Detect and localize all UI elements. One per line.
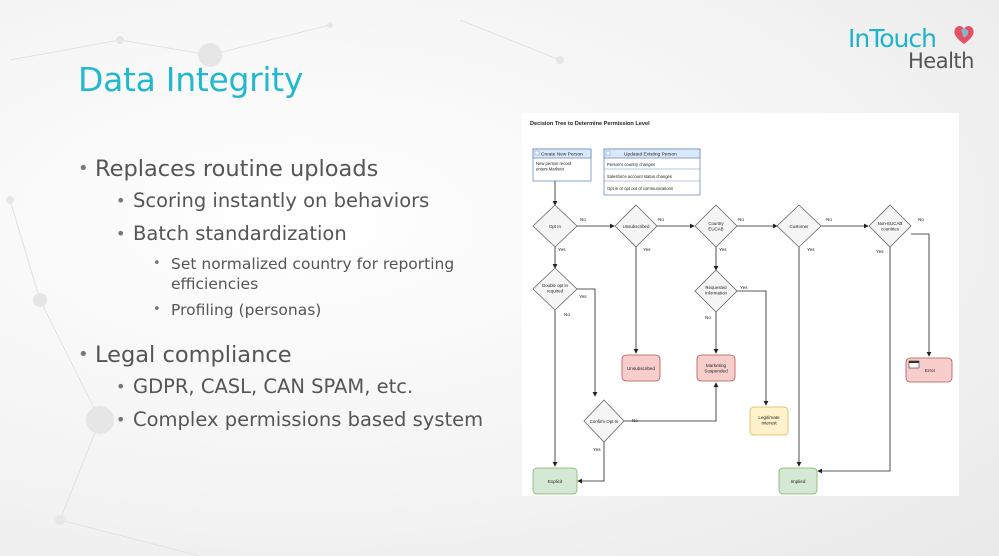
create-box-header: Create New Person (541, 152, 583, 158)
edge-label-no: No (738, 217, 744, 222)
edge-label-no: No (632, 418, 638, 423)
edge-label-yes: Yes (558, 247, 566, 252)
outcome-label: Legitimate (758, 415, 780, 420)
decision-requested-info (694, 269, 738, 313)
outcome-label: Error (925, 368, 936, 373)
decision-label: Double opt in (542, 283, 568, 288)
connector (817, 246, 891, 474)
edge-label-no: No (705, 315, 711, 320)
decision-label: required (547, 289, 564, 294)
outcome-label: Implied (791, 479, 806, 484)
decision-non-eucab (868, 204, 912, 248)
edge-label-no: No (826, 217, 832, 222)
diagram-title: Decision Tree to Determine Permission Le… (530, 121, 650, 127)
edge-label-yes: Yes (876, 249, 884, 254)
create-box-row: enters Marketo (536, 167, 565, 172)
connector (572, 288, 598, 397)
outcome-unsubscribed (621, 354, 661, 382)
edge-label-yes: Yes (643, 247, 651, 252)
decision-country-eucab (694, 204, 738, 248)
bullet-subitem: GDPR, CASL, CAN SPAM, etc. (78, 370, 508, 403)
bullet-subitem: Scoring instantly on behaviors (78, 184, 508, 217)
bullet-subsubitem: Profiling (personas) (78, 300, 508, 320)
edge-label-no: No (564, 312, 570, 317)
create-new-person-box: Create New Person New person record ente… (532, 148, 592, 182)
decision-unsubscribed (614, 204, 658, 248)
decision-label: EUCAB (708, 227, 723, 232)
outcome-label: Unsubscribed (627, 366, 656, 371)
decision-label: countries (881, 227, 900, 232)
connector (911, 233, 932, 357)
error-window-icon (908, 360, 920, 369)
decision-label: Customer (789, 224, 809, 229)
outcome-label: Explicit (548, 479, 563, 484)
edge-label-no: No (580, 217, 586, 222)
decision-label: Country (708, 221, 724, 226)
heart-icon (954, 26, 974, 44)
decision-label: Opt In (549, 224, 562, 229)
edge-label-yes: Yes (719, 247, 727, 252)
outcome-label: Suspended (704, 369, 728, 374)
decision-label: Requested (705, 285, 727, 290)
edge-label-no: No (658, 217, 664, 222)
decision-opt-in (532, 204, 578, 248)
decision-double-opt-in (532, 267, 578, 311)
edge-label-yes: Yes (807, 247, 815, 252)
decision-tree-diagram: Decision Tree to Determine Permission Le… (522, 113, 959, 496)
connector (577, 441, 605, 484)
outcome-explicit (532, 467, 578, 495)
decision-label: Non-EUCAB (878, 221, 903, 226)
updated-existing-person-box: Updated Existing Person Person's country… (603, 148, 701, 196)
outcome-marketing-suspended (696, 354, 736, 382)
update-box-header: Updated Existing Person (624, 152, 677, 158)
edge-label-yes: Yes (740, 285, 748, 290)
edge-label-yes: Yes (579, 294, 587, 299)
logo-line2: Health (908, 49, 974, 73)
create-box-row: New person record (536, 161, 572, 166)
decision-customer (776, 204, 822, 248)
bullet-item: Replaces routine uploads (78, 154, 508, 184)
edge-label-no: No (918, 217, 924, 222)
bullet-list: Replaces routine uploads Scoring instant… (78, 154, 508, 436)
bullet-subitem: Batch standardization (78, 217, 508, 250)
outcome-label: Marketing (706, 363, 727, 368)
update-box-row: Opt in or opt out of communications (607, 186, 673, 191)
bullet-subitem: Complex permissions based system (78, 403, 508, 436)
intouch-health-logo: InTouch Health (848, 24, 978, 74)
outcome-label: Interest (761, 421, 777, 426)
edge-label-yes: Yes (593, 447, 601, 452)
update-box-row: Salesforce account status changes (607, 174, 672, 179)
decision-label: Unsubscribed (623, 224, 650, 229)
decision-confirm-opt-in (583, 399, 625, 443)
decision-label: Confirm Opt In (590, 419, 619, 424)
outcome-legitimate-interest (749, 406, 789, 436)
slide-title: Data Integrity (78, 60, 304, 99)
update-box-row: Person's country changes (607, 162, 655, 167)
logo-line1: InTouch (848, 24, 937, 53)
connector (732, 290, 769, 406)
decision-label: Information (705, 291, 728, 296)
outcome-implied (778, 467, 818, 495)
spacer (78, 326, 508, 340)
connector (624, 382, 719, 422)
bullet-item: Legal compliance (78, 340, 508, 370)
bullet-subsubitem: Set normalized country for reporting eff… (78, 254, 508, 294)
